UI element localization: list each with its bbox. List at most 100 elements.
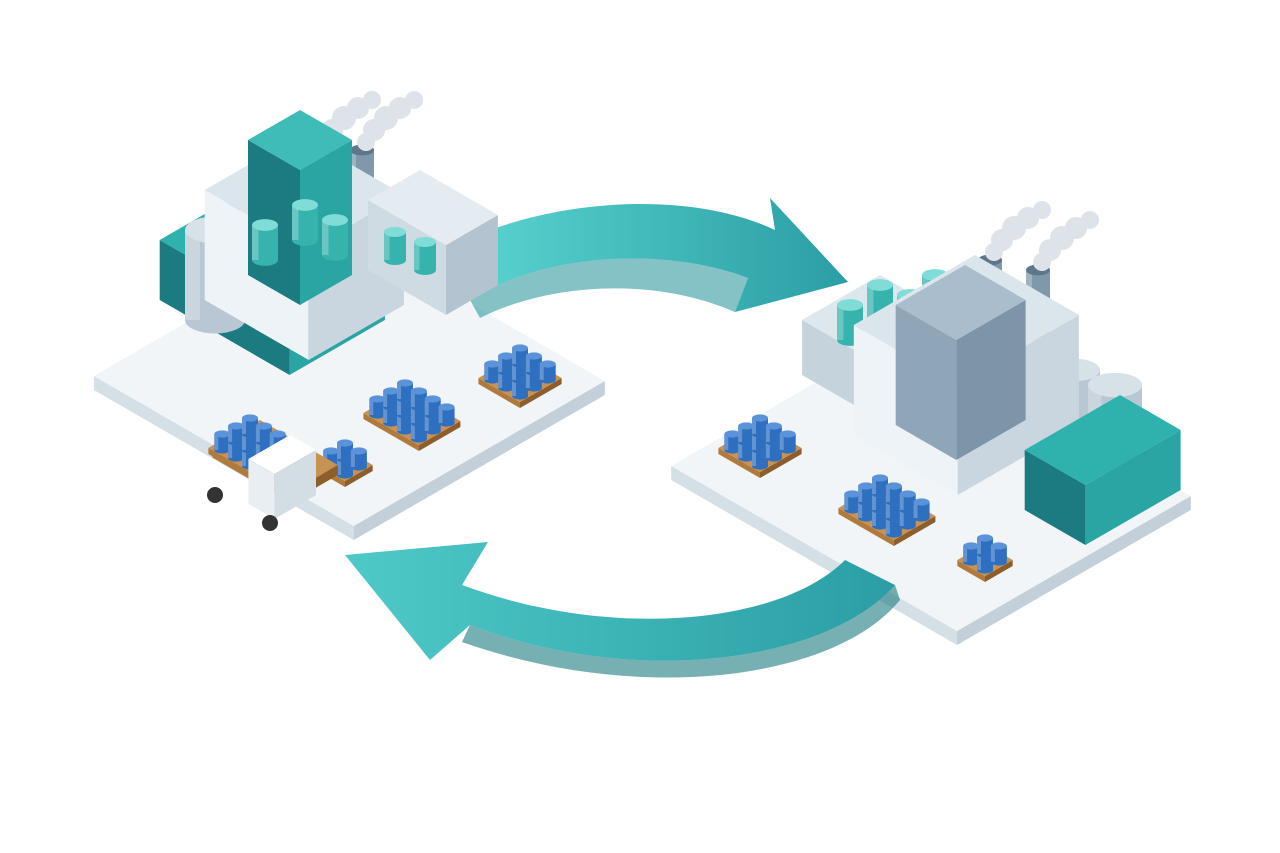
smoke-puff xyxy=(1033,201,1051,219)
tank-shine xyxy=(369,399,374,415)
tank-top xyxy=(255,422,272,430)
tank-shine xyxy=(858,502,863,518)
tank-top xyxy=(867,279,893,291)
tank-top xyxy=(872,474,888,482)
barrel xyxy=(899,490,916,514)
barrel xyxy=(255,422,272,446)
roof-tank xyxy=(322,214,348,261)
barrel-pallet-icon xyxy=(363,379,461,451)
tank-shine xyxy=(322,220,329,255)
barrel xyxy=(369,395,386,419)
wall-left xyxy=(895,305,957,460)
wall-right xyxy=(956,300,1026,460)
barrel xyxy=(424,395,441,419)
wall-right xyxy=(760,448,802,478)
barrel xyxy=(410,387,427,411)
barrel xyxy=(858,482,875,506)
tank-top xyxy=(738,422,755,430)
tank-top xyxy=(383,387,400,395)
tank-shine xyxy=(242,450,246,466)
tank-shine xyxy=(872,510,876,526)
tank-top xyxy=(724,430,741,438)
tank-shine xyxy=(899,494,904,510)
smoke xyxy=(1033,211,1099,271)
tank-body xyxy=(899,494,916,510)
wall-right xyxy=(353,381,605,540)
tank-body xyxy=(913,502,930,518)
wall-right xyxy=(957,496,1191,645)
roof-tank xyxy=(252,219,278,266)
truck-icon xyxy=(207,414,338,531)
tank-body xyxy=(350,451,367,467)
tank-shine xyxy=(292,205,299,240)
tank-top xyxy=(484,360,501,368)
tank-body xyxy=(858,486,875,502)
tank-body xyxy=(885,502,902,518)
tank-top xyxy=(252,219,278,231)
tank-top xyxy=(292,199,318,211)
barrel xyxy=(383,387,400,411)
tank-body xyxy=(872,494,888,510)
tank-top xyxy=(977,534,993,542)
tank-body xyxy=(977,554,993,570)
tank-top xyxy=(525,352,542,360)
barrel-pallet-icon xyxy=(478,344,562,408)
tank-top xyxy=(885,482,902,490)
tank-body xyxy=(410,407,427,423)
tank-body xyxy=(512,364,528,380)
factory-right-icon xyxy=(718,201,1181,582)
barrel xyxy=(738,422,755,446)
barrel xyxy=(913,498,930,522)
roof xyxy=(1024,395,1181,485)
tank-shine xyxy=(242,418,246,434)
barrel xyxy=(397,379,413,403)
tank-shine xyxy=(752,434,756,450)
tank-top xyxy=(858,482,875,490)
tank-body xyxy=(885,486,902,502)
wall-left xyxy=(478,378,520,408)
tank-top xyxy=(323,447,340,455)
barrel xyxy=(963,542,980,566)
tank-top xyxy=(214,430,231,438)
roof-tank xyxy=(384,227,406,265)
barrel xyxy=(752,414,768,438)
barrel xyxy=(242,414,258,438)
tank-body xyxy=(228,442,245,458)
tank-top xyxy=(765,422,782,430)
tank-body xyxy=(242,434,258,450)
tank-shine xyxy=(899,510,904,526)
tank-body xyxy=(424,399,441,415)
tank-shine xyxy=(484,364,489,380)
tank-body xyxy=(539,364,556,380)
wall-left xyxy=(248,459,275,519)
tank-shine xyxy=(990,546,995,562)
tank-top xyxy=(779,430,796,438)
tank-shine xyxy=(383,407,388,423)
tank-body xyxy=(383,407,400,423)
tank-body xyxy=(397,383,413,399)
tank-shine xyxy=(512,348,516,364)
tank-shine xyxy=(255,442,260,458)
wall-left xyxy=(1024,450,1086,545)
tank-top xyxy=(438,403,455,411)
truck-cab xyxy=(248,435,316,519)
tank-shine xyxy=(872,494,876,510)
tank-body xyxy=(858,502,875,518)
tank-shine xyxy=(525,356,530,372)
tank-body xyxy=(752,418,768,434)
tank-shine xyxy=(872,478,876,494)
tank-top xyxy=(350,447,367,455)
tank-shine xyxy=(424,399,429,415)
barrel xyxy=(337,439,353,463)
tank-top xyxy=(269,430,286,438)
tank-top xyxy=(1088,372,1142,398)
wheel xyxy=(207,487,223,503)
tank-top xyxy=(844,490,861,498)
tank-shine xyxy=(539,364,544,380)
tank-body xyxy=(484,364,501,380)
smoke xyxy=(985,201,1051,261)
tank-shine xyxy=(397,383,401,399)
tank-shine xyxy=(384,232,390,260)
tank-body xyxy=(410,391,427,407)
roof xyxy=(368,170,498,245)
